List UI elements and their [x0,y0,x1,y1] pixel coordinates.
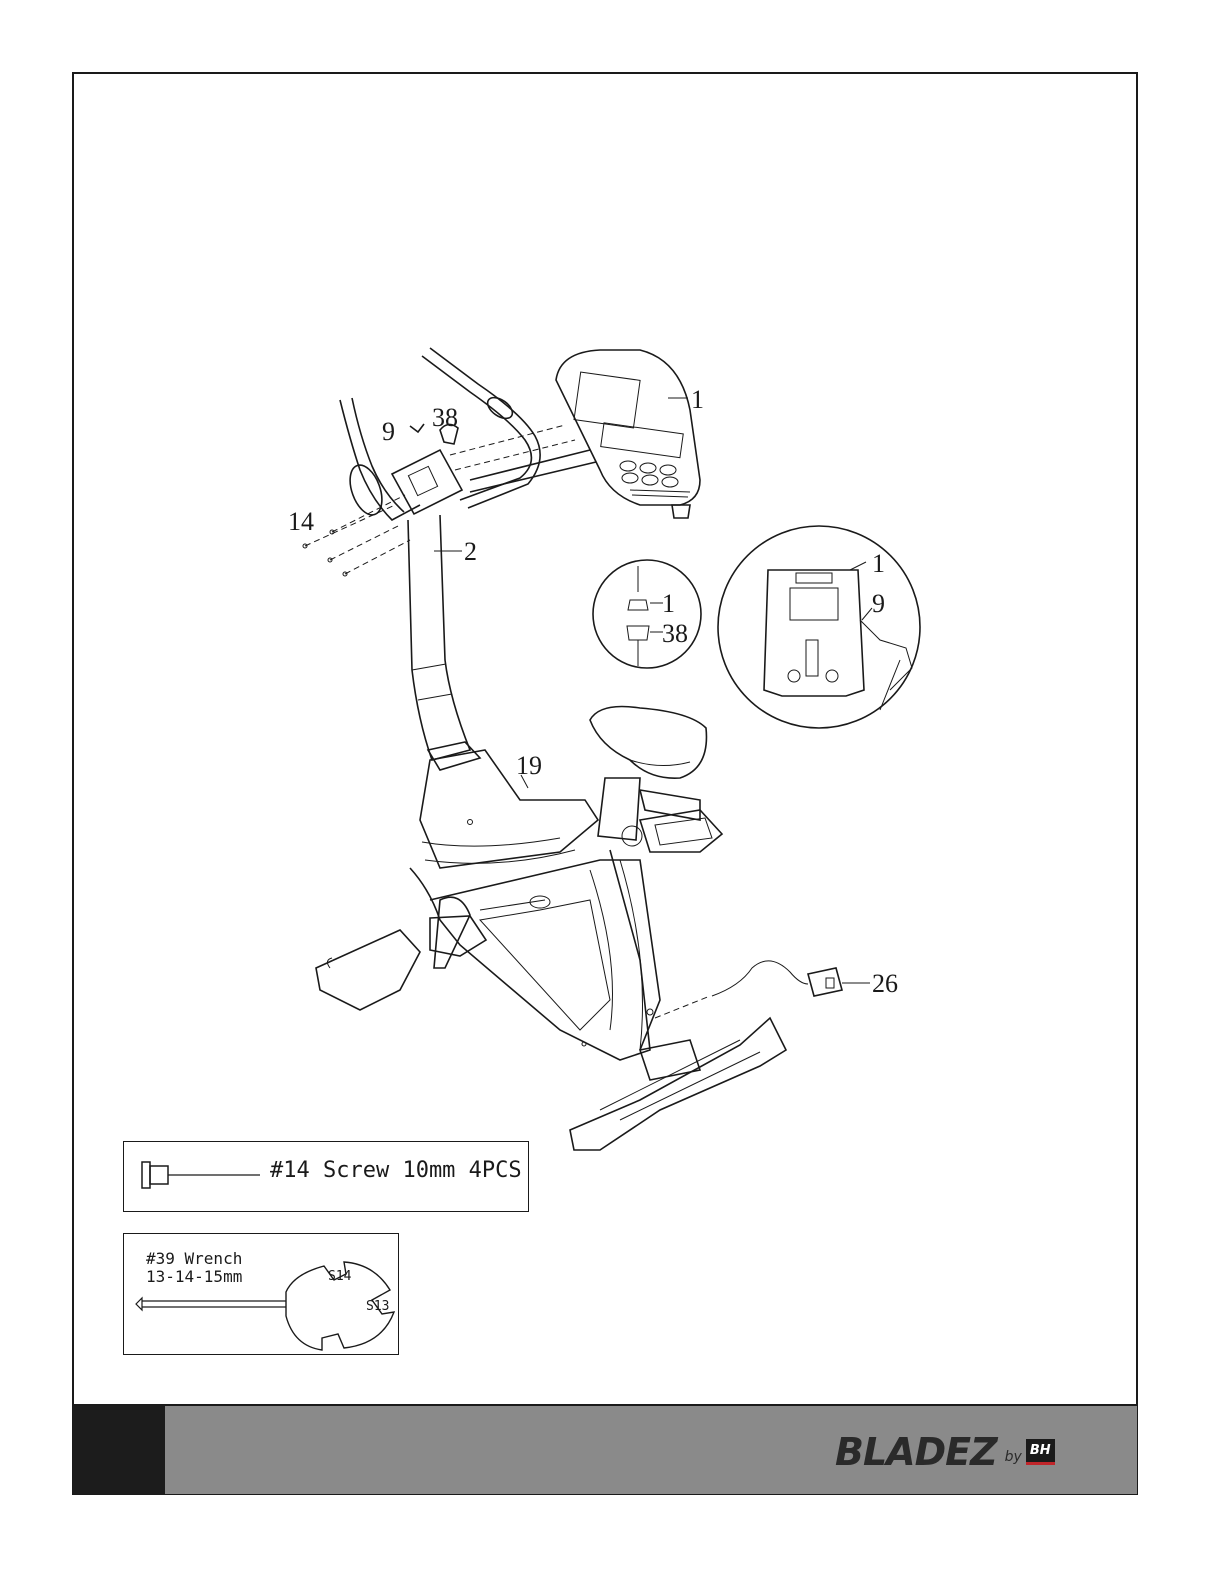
brand-by: by [1005,1449,1022,1465]
footer-page-block [73,1406,165,1494]
callout-connector-38: 38 [432,403,458,432]
callout-rear-1: 1 [872,549,885,578]
callout-console: 1 [691,385,704,414]
wrench-icon: S14 S13 [124,1234,400,1356]
wrench-hardware-box: #39 Wrench 13-14-15mm S14 S13 [123,1233,399,1355]
screws-drawing [303,495,410,576]
screw-hardware-box: #14 Screw 10mm 4PCS [123,1141,529,1212]
brand-name: BLADEZ [835,1430,997,1474]
console-drawing [556,350,700,518]
callout-inset-1: 1 [662,589,675,618]
callout-post-2: 2 [464,537,477,566]
pedal-left-drawing [430,896,550,968]
connector-inset [593,560,701,668]
rear-stabilizer-drawing [570,1018,786,1150]
wrench-jaw-s13: S13 [366,1299,389,1314]
callout-shroud-19: 19 [516,751,542,780]
front-stabilizer-drawing [316,930,420,1010]
wrench-jaw-s14: S14 [328,1269,352,1284]
frame-body-drawing [410,750,660,1060]
screw-icon [138,1156,278,1196]
console-rear-inset [718,526,920,728]
brand-logo: BLADEZ by BH [835,1432,1055,1472]
screw-label: #14 Screw 10mm 4PCS [270,1158,522,1183]
callout-adapter-26: 26 [872,969,898,998]
callout-wire-9: 9 [382,417,395,446]
brand-mark: BH [1026,1439,1055,1465]
bracket-plate-drawing [392,424,462,514]
power-adapter-drawing [655,961,842,1018]
callout-rear-9: 9 [872,589,885,618]
callout-inset-38: 38 [662,619,688,648]
callout-screws-14: 14 [288,507,314,536]
